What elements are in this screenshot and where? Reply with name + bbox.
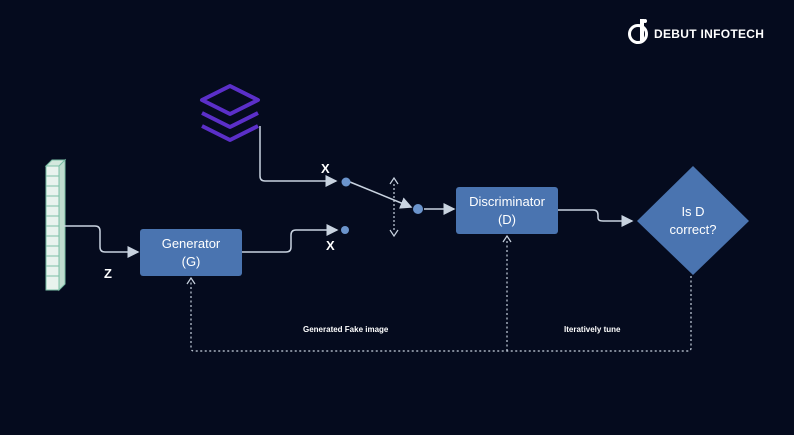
switch-node [413, 204, 423, 214]
generated-fake-label: Generated Fake image [303, 325, 389, 334]
real-sample-node [341, 177, 351, 187]
real-data-connector [259, 126, 338, 187]
generator-output-connector [242, 224, 339, 253]
z-to-generator-connector [64, 225, 140, 258]
switch-arrow-icon [389, 176, 399, 238]
discriminator-abbrev: (D) [498, 212, 516, 227]
layers-icon [200, 84, 260, 142]
brand-name: DEBUT INFOTECH [654, 27, 764, 41]
discriminator-feedback-arrow-icon [502, 234, 512, 243]
iteratively-tune-label: Iteratively tune [564, 325, 621, 334]
decision-label-line1: Is D [681, 204, 704, 219]
fake-sample-node [341, 226, 349, 234]
discriminator-label: Discriminator [469, 194, 546, 209]
generator-label: Generator [162, 236, 221, 251]
noise-vector-icon [44, 158, 67, 292]
discriminator-box [456, 187, 558, 234]
generator-abbrev: (G) [182, 254, 201, 269]
z-label: Z [104, 266, 112, 281]
generator-feedback-arrow-icon [186, 276, 196, 285]
switch-connector [349, 181, 413, 209]
generator-box [140, 229, 242, 276]
decision-label-line2: correct? [670, 222, 717, 237]
debut-logo-icon [628, 19, 648, 44]
x-real-label: X [321, 161, 330, 176]
feedback-loop-connector [190, 276, 692, 352]
decision-diamond [637, 166, 749, 275]
discriminator-to-decision-connector [558, 209, 634, 227]
x-fake-label: X [326, 238, 335, 253]
